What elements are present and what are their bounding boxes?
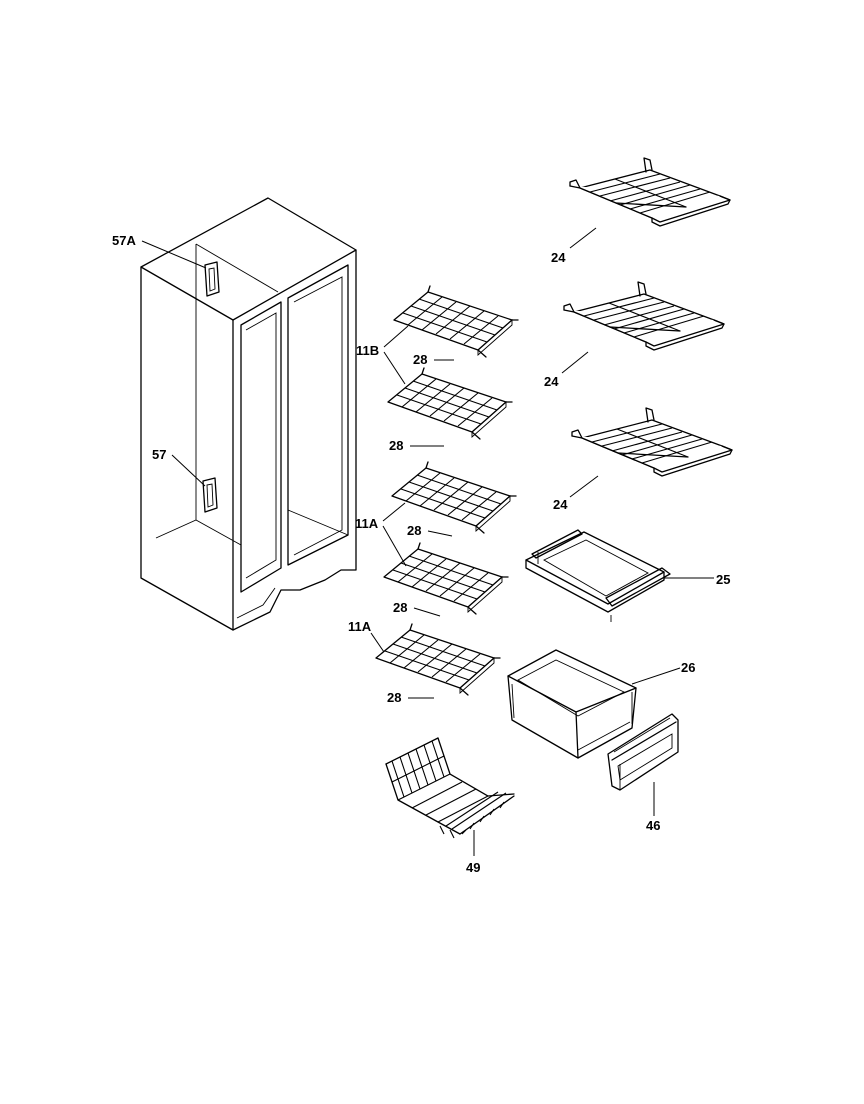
label-28-c: 28 [407, 523, 421, 538]
label-49: 49 [466, 860, 480, 875]
freezer-shelf-11b-lower [387, 367, 513, 440]
label-28-d: 28 [393, 600, 407, 615]
wire-basket-49 [385, 737, 515, 839]
label-11a-top: 11A [355, 516, 379, 531]
crisper-cover-25 [525, 529, 671, 622]
refrigerator-shelf-24-top [569, 157, 731, 227]
refrigerator-shelf-24-mid [563, 281, 725, 351]
label-24-mid: 24 [544, 374, 559, 389]
label-25: 25 [716, 572, 730, 587]
label-26: 26 [681, 660, 695, 675]
label-28-e: 28 [387, 690, 401, 705]
label-57: 57 [152, 447, 166, 462]
top-hinge [204, 261, 220, 297]
crisper-pan-26 [507, 649, 637, 759]
label-46: 46 [646, 818, 660, 833]
label-28-b: 28 [389, 438, 403, 453]
bottom-hinge [202, 477, 218, 513]
label-28-a: 28 [413, 352, 427, 367]
label-57a: 57A [112, 233, 136, 248]
label-11b: 11B [356, 343, 379, 358]
cabinet [140, 197, 357, 631]
freezer-shelf-11a-bottom [375, 623, 501, 696]
label-24-top: 24 [551, 250, 566, 265]
refrigerator-shelf-24-low [571, 407, 733, 477]
freezer-shelf-11b-upper [393, 285, 519, 358]
label-11a-low: 11A [348, 619, 372, 634]
label-24-low: 24 [553, 497, 568, 512]
crisper-front-46 [607, 713, 679, 791]
